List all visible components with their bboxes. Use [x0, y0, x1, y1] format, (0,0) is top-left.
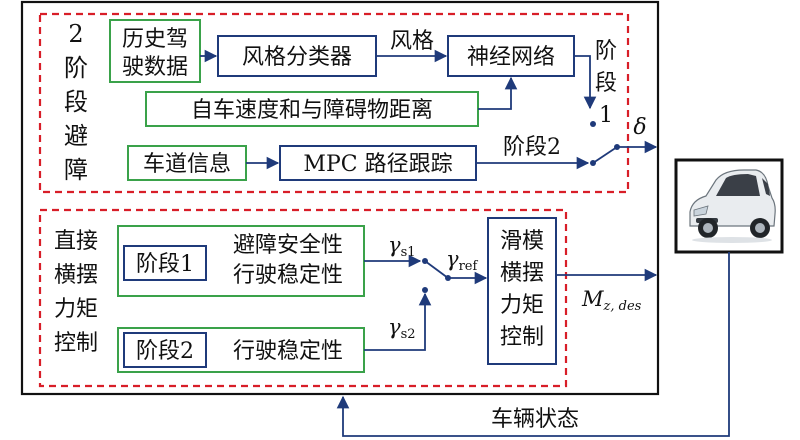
stage-avoid-dashed-group	[38, 12, 630, 194]
switch1-blade	[592, 146, 618, 164]
outer-frame	[20, 0, 660, 396]
arrow-gamma-s2	[364, 292, 432, 351]
speed-distance-label: 自车速度和与障碍物距离	[191, 98, 433, 123]
sliding-mode-line: 横摆	[500, 261, 544, 286]
stage-avoid-title: 2 阶 段 避 障	[64, 20, 88, 184]
switch1-contact-top	[590, 121, 596, 127]
stage1-label-line2: 段	[595, 71, 617, 96]
sliding-mode-line: 控制	[500, 325, 544, 350]
gamma-s2-label: γs2	[388, 315, 416, 342]
neural-network-label: 神经网络	[467, 45, 555, 70]
yaw-control-title-line: 直接	[54, 229, 98, 254]
stage2-inner-box	[123, 332, 207, 368]
lane-info-label: 车道信息	[143, 152, 231, 177]
stage1-arrow-label: 阶 段 1	[595, 39, 617, 128]
sliding-mode-box	[487, 217, 557, 365]
mpc-label: MPC 路径跟踪	[303, 152, 452, 177]
stage1-criteria-line1: 避障安全性	[233, 233, 343, 258]
stage1-criteria-line2: 行驶稳定性	[233, 263, 343, 288]
stage-avoid-title-char: 2	[68, 20, 83, 48]
stage1-inner-box	[123, 245, 207, 281]
history-data-box	[109, 19, 201, 83]
mz-label: Mz, des	[581, 287, 642, 314]
delta-symbol: δ	[633, 115, 646, 140]
arrow-vehicle-state-feedback	[336, 252, 730, 437]
stage2-criteria-label: 行驶稳定性	[233, 339, 343, 364]
sliding-mode-line: 滑模	[500, 229, 544, 254]
arrow-network-to-switch	[574, 55, 597, 110]
yaw-control-title-line: 横摆	[54, 263, 98, 288]
stage1-label-line1: 阶	[595, 39, 617, 64]
sliding-mode-line: 力矩	[500, 293, 544, 318]
yaw-control-dashed-group	[38, 208, 568, 388]
stage-avoid-title-char: 障	[64, 156, 88, 184]
style-arrow-label: 风格	[390, 29, 434, 54]
yaw-control-title-line: 力矩	[54, 297, 98, 322]
arrow-speed-to-network	[478, 76, 518, 110]
stage-avoid-title-char: 段	[64, 88, 88, 116]
stage2-arrow-label: 阶段2	[503, 135, 561, 160]
history-data-line1: 历史驾	[122, 27, 188, 52]
yaw-control-title: 直接 横摆 力矩 控制	[54, 229, 98, 356]
gamma-ref-label: γref	[446, 247, 478, 274]
vehicle-state-label: 车辆状态	[491, 407, 579, 432]
stage-avoid-title-char: 避	[64, 122, 88, 150]
stage2-inner-label: 阶段2	[136, 339, 194, 364]
switch2-contact-bottom	[422, 287, 428, 293]
history-data-line2: 驶数据	[122, 55, 188, 80]
yaw-control-title-line: 控制	[54, 331, 98, 356]
switch2-blade	[424, 260, 449, 279]
style-classifier-label: 风格分类器	[242, 45, 352, 70]
gamma-s1-label: γs1	[388, 233, 416, 260]
stage1-inner-label: 阶段1	[136, 252, 194, 277]
stage1-label-line3: 1	[599, 103, 613, 128]
car-icon	[689, 169, 776, 243]
stage-avoid-title-char: 阶	[64, 54, 88, 82]
